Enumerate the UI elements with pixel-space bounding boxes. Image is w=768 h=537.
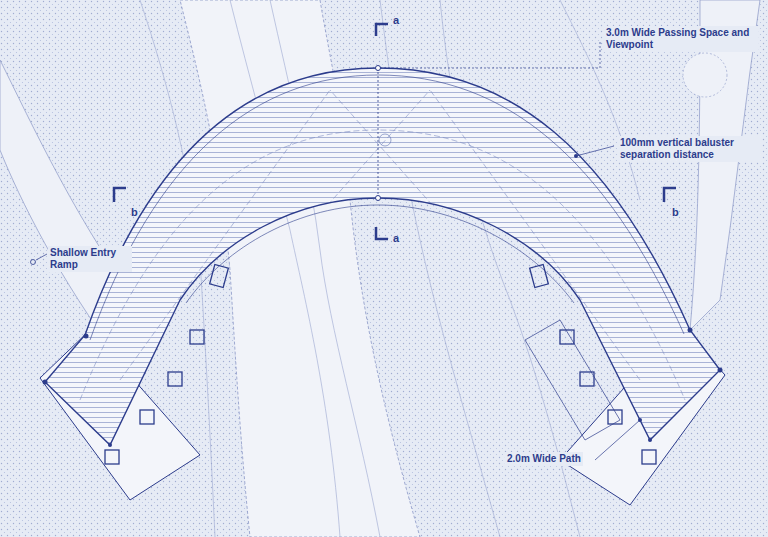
section-marker: a: [393, 232, 399, 244]
callout-note: 2.0m Wide Path: [505, 452, 583, 466]
callout-note: 3.0m Wide Passing Space and Viewpoint: [604, 26, 758, 52]
section-marker: a: [393, 14, 399, 26]
callout-note: 100mm vertical baluster separation dista…: [618, 136, 762, 162]
callout-note: Shallow Entry Ramp: [48, 246, 132, 272]
section-marker: b: [131, 206, 138, 218]
section-marker: b: [672, 206, 679, 218]
